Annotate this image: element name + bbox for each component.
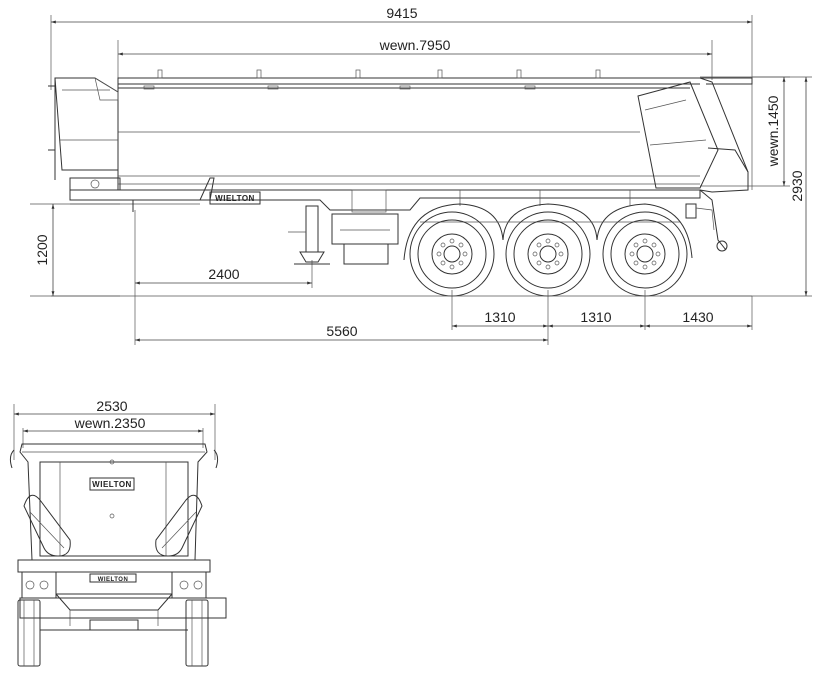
side-view: 9415 wewn.7950 wewn.1450 2930 1200 2400 … xyxy=(30,5,812,345)
extension-lines xyxy=(30,15,812,345)
rear-wheel-right xyxy=(185,599,209,667)
rear-brand-plate: WIELTON xyxy=(92,480,132,489)
wheel-axle-3 xyxy=(602,211,688,297)
landing-gear xyxy=(288,205,330,265)
rear-bumper-plate: WIELTON xyxy=(98,577,129,583)
side-brand-plate: WIELTON xyxy=(215,194,255,203)
dim-body-inner-height: wewn.1450 xyxy=(765,95,781,167)
rear-underrun xyxy=(685,189,728,252)
dim-rear-overhang: 1430 xyxy=(682,309,713,325)
rear-dimension-lines xyxy=(14,412,215,433)
rear-frame: WIELTON xyxy=(17,559,227,631)
dim-overall-height: 2930 xyxy=(789,170,805,201)
dim-axle-spacing-1: 1310 xyxy=(484,309,515,325)
dim-body-inner-length: wewn.7950 xyxy=(379,37,451,53)
dimension-lines xyxy=(51,20,808,342)
dim-overall-length: 9415 xyxy=(386,5,417,21)
rear-wheel-left xyxy=(17,599,41,667)
chassis-frame: WIELTON xyxy=(69,177,701,212)
dim-overall-width: 2530 xyxy=(96,398,127,414)
tool-box xyxy=(331,189,399,265)
dim-landing-gear: 2400 xyxy=(208,266,239,282)
dim-coupling-height: 1200 xyxy=(34,234,50,265)
wheel-axle-1 xyxy=(409,211,495,297)
dim-inner-width: wewn.2350 xyxy=(74,415,146,431)
wheel-axle-2 xyxy=(505,211,591,297)
tipper-body xyxy=(48,69,753,193)
rear-view: 2530 wewn.2350 WIELTON xyxy=(9,398,227,667)
dim-kingpin-to-axle: 5560 xyxy=(326,323,357,339)
rear-body: WIELTON xyxy=(9,443,219,561)
dim-axle-spacing-2: 1310 xyxy=(580,309,611,325)
